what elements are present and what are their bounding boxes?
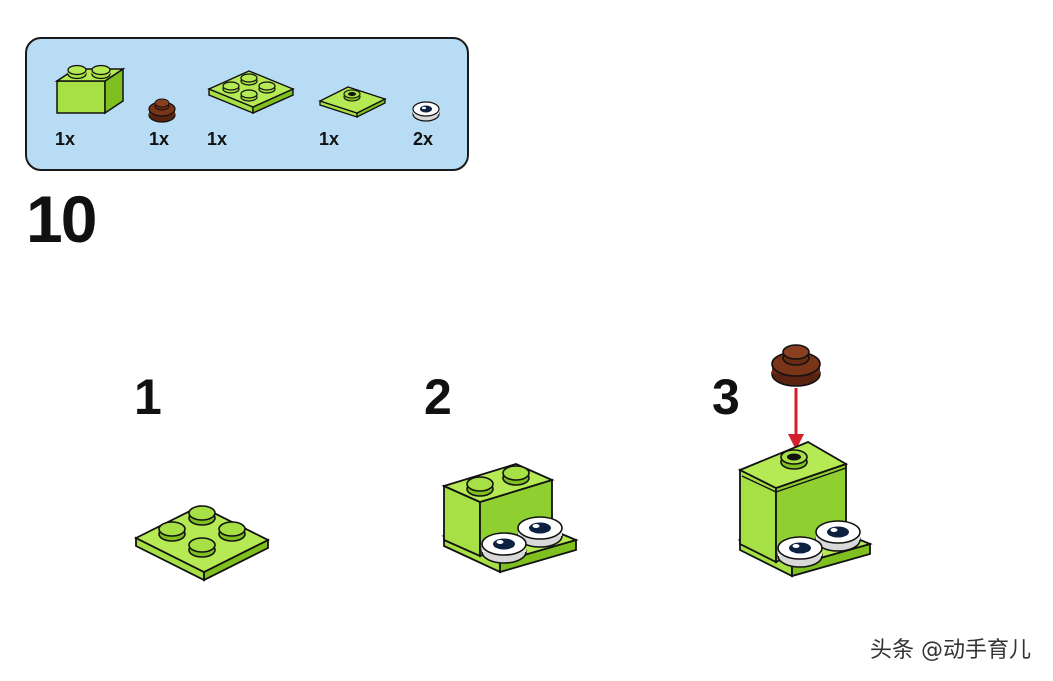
watermark: 头条 @动手育儿	[870, 638, 1031, 663]
part-quantity: 1x	[55, 129, 76, 149]
substep-number: 2	[424, 369, 452, 425]
parts-panel: 1x 1x 1x	[25, 37, 469, 171]
step-number: 10	[26, 182, 97, 256]
part-quantity: 1x	[207, 129, 228, 149]
build-step-1-plate	[132, 496, 272, 582]
substep-number: 3	[712, 369, 740, 425]
part-quantity: 2x	[413, 129, 434, 149]
substep-number: 1	[134, 369, 162, 425]
part-brick-1x2-lime	[53, 59, 127, 115]
part-quantity: 1x	[319, 129, 340, 149]
part-eye-tile-white	[411, 99, 441, 123]
part-round-plate-brown	[147, 97, 177, 125]
part-quantity: 1x	[149, 129, 170, 149]
build-step-2-assembly	[440, 456, 580, 592]
part-plate-2x2-lime	[205, 67, 295, 115]
build-step-3-assembly	[736, 340, 876, 596]
part-jumper-plate-lime	[317, 83, 387, 119]
brown-round-plate	[771, 344, 821, 387]
